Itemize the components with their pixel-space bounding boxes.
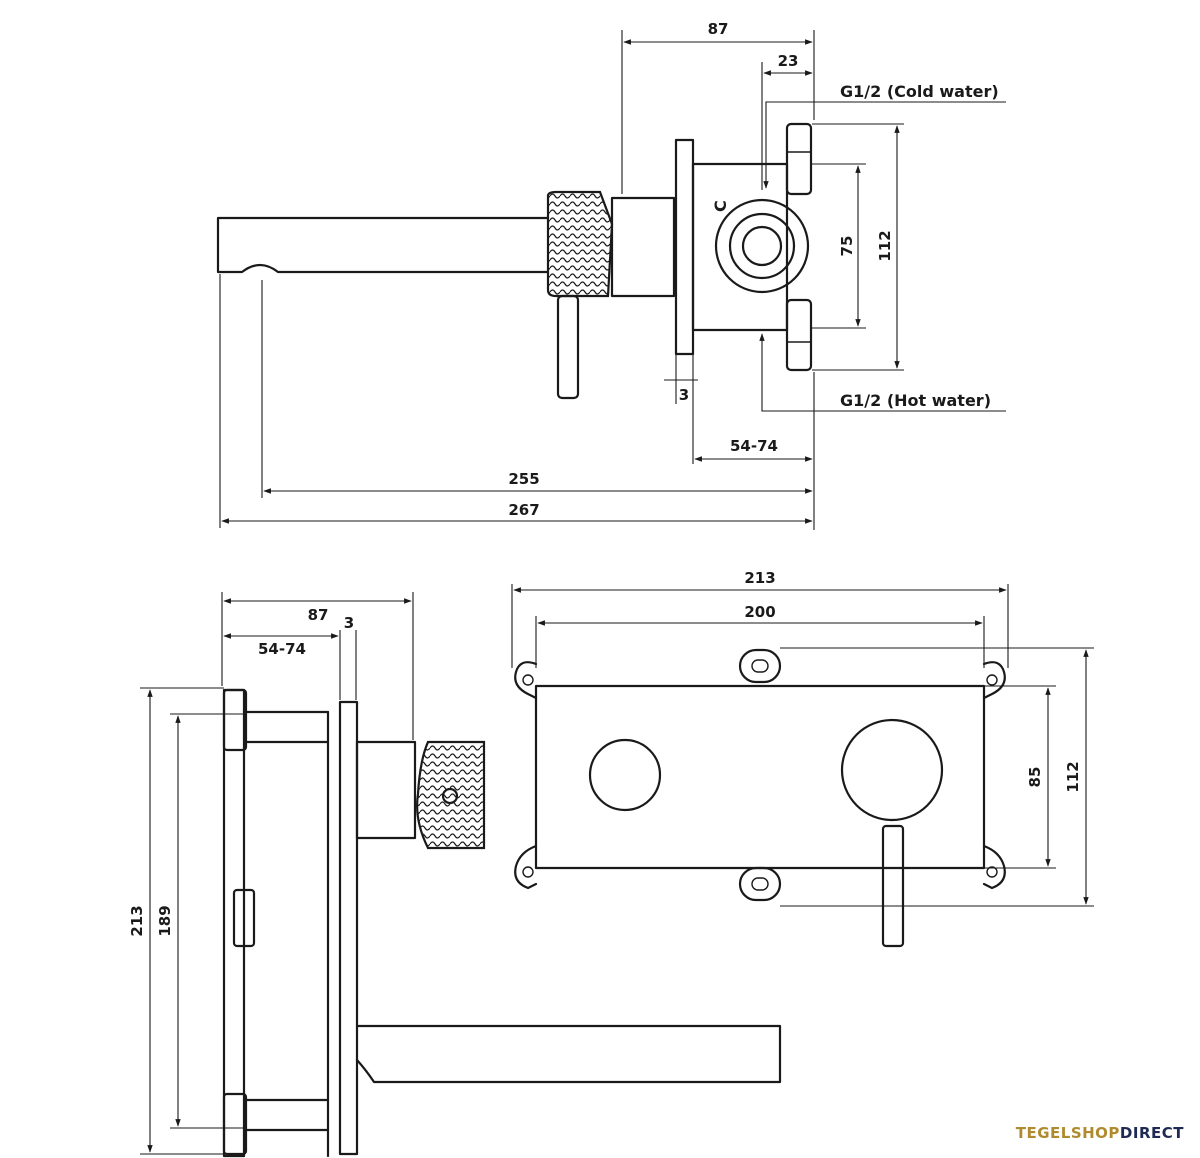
lever — [556, 294, 580, 400]
brand-part-1: TEGELSHOP — [1015, 1124, 1120, 1142]
top-view: C 87 23 G1/2 (Cold water) G1/2 (Hot wate… — [216, 20, 1006, 530]
side-knurled-handle — [416, 740, 486, 850]
cold-leader — [763, 101, 1006, 189]
neck — [610, 196, 676, 298]
side-view: 87 3 54-74 213 189 — [128, 592, 782, 1158]
dim-75: 75 — [838, 236, 856, 257]
dim-3: 3 — [679, 386, 689, 404]
side-spout — [355, 1024, 782, 1084]
cold-inlet — [785, 122, 813, 196]
hot-water-label: G1/2 (Hot water) — [840, 391, 991, 410]
front-view: 213 200 85 112 — [511, 569, 1094, 948]
knurled-handle — [546, 190, 614, 298]
dim-267: 267 — [508, 501, 539, 519]
side-dim-3: 3 — [344, 614, 354, 632]
dim-54-74: 54-74 — [730, 437, 778, 455]
mounting-frame — [514, 661, 1006, 890]
cold-water-label: G1/2 (Cold water) — [840, 82, 999, 101]
dim-87: 87 — [708, 20, 729, 38]
hot-leader — [759, 333, 1006, 412]
side-wall-plate — [338, 700, 359, 1156]
side-dim-87: 87 — [308, 606, 329, 624]
valve-body — [691, 162, 789, 332]
front-dim-200: 200 — [744, 603, 775, 621]
brand-part-2: DIRECT — [1119, 1124, 1184, 1142]
port-inner — [741, 225, 783, 267]
front-dim-112: 112 — [1064, 761, 1082, 792]
cold-mark: C — [711, 200, 730, 212]
front-lever — [881, 824, 905, 948]
handle-knob — [840, 718, 944, 822]
dim-23: 23 — [778, 52, 799, 70]
port-mid — [728, 212, 796, 280]
spout-outline — [216, 216, 550, 274]
side-dim-54-74: 54-74 — [258, 640, 306, 658]
side-clip — [232, 888, 256, 948]
dim-255: 255 — [508, 470, 539, 488]
bottom-slot-ear — [738, 866, 782, 902]
front-dim-213: 213 — [744, 569, 775, 587]
side-dim-213: 213 — [128, 905, 146, 936]
top-slot-ear — [738, 648, 782, 684]
spout-outlet — [588, 738, 662, 812]
brand-logo: TEGELSHOPDIRECT — [1016, 1124, 1184, 1142]
dim-112: 112 — [876, 230, 894, 261]
hot-inlet — [785, 298, 813, 372]
front-plate — [534, 684, 986, 870]
side-dim-189: 189 — [156, 905, 174, 936]
wall-plate — [674, 138, 695, 356]
side-neck — [355, 740, 417, 840]
port-outer — [714, 198, 810, 294]
front-dim-85: 85 — [1026, 767, 1044, 788]
